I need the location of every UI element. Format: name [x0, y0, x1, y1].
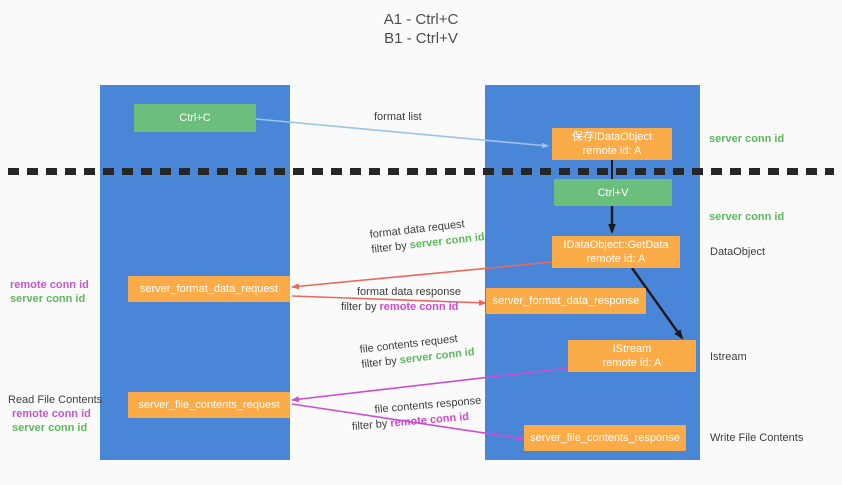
node-idataobject-getdata[interactable]: IDataObject::GetData remote id: A [552, 236, 680, 268]
node-idataobject-getdata-sublabel: remote id: A [586, 253, 646, 265]
note-read-file-contents-server: server conn id [12, 422, 88, 434]
page-title: A1 - Ctrl+C B1 - Ctrl+V [383, 11, 459, 47]
note-server-conn-id-mid-text: server conn id [709, 211, 785, 223]
note-read-file-contents: Read File Contents remote conn id server… [8, 393, 102, 435]
note-dataobject: DataObject [710, 245, 765, 259]
edge-label-format-list-text: format list [374, 111, 422, 123]
edge-label-format-list: format list [374, 110, 422, 125]
note-conn-ids-format-server: server conn id [10, 293, 86, 305]
edge-label-file-contents-response-filter: filter by remote conn id [351, 410, 470, 433]
node-istream-label: IStream [612, 343, 652, 355]
node-server-file-contents-response-label: server_file_contents_response [530, 432, 680, 444]
note-write-file-contents-text: Write File Contents [710, 432, 804, 444]
node-ctrl-v[interactable]: Ctrl+V [554, 179, 672, 206]
edge-label-file-contents-response: file contents response filter by remote … [351, 394, 483, 433]
node-server-format-data-request[interactable]: server_format_data_request [128, 276, 290, 302]
note-read-file-contents-remote: remote conn id [12, 408, 91, 420]
note-read-file-contents-heading: Read File Contents [8, 394, 103, 406]
node-save-idataobject-label: 保存IDataObject [571, 131, 653, 143]
note-dataobject-text: DataObject [710, 246, 766, 258]
node-ctrl-v-label: Ctrl+V [597, 186, 629, 199]
node-server-file-contents-request-label: server_file_contents_request [138, 399, 280, 411]
node-server-file-contents-response[interactable]: server_file_contents_response [524, 425, 686, 451]
note-server-conn-id-mid: server conn id [709, 210, 784, 224]
note-istream: Istream [710, 350, 747, 364]
note-conn-ids-format-remote: remote conn id [10, 279, 89, 291]
node-istream-sublabel: remote id: A [602, 357, 662, 369]
node-server-format-data-request-label: server_format_data_request [139, 283, 279, 295]
note-server-conn-id-top: server conn id [709, 132, 784, 146]
note-conn-ids-format: remote conn id server conn id [10, 278, 89, 306]
node-server-format-data-response-label: server_format_data_response [492, 295, 640, 307]
node-istream[interactable]: IStream remote id: A [568, 340, 696, 372]
node-ctrl-c-label: Ctrl+C [179, 112, 211, 124]
node-save-idataobject[interactable]: 保存IDataObject remote id: A [552, 128, 672, 160]
node-server-file-contents-request[interactable]: server_file_contents_request [128, 392, 290, 418]
edge-label-format-data-response-filter: filter by remote conn id [341, 301, 459, 313]
node-ctrl-c[interactable]: Ctrl+C [134, 104, 256, 132]
note-istream-text: Istream [710, 351, 747, 363]
edge-label-format-data-request: format data request filter by server con… [369, 215, 485, 258]
note-server-conn-id-top-text: server conn id [709, 133, 785, 145]
edge-label-format-data-response-text: format data response [357, 286, 461, 298]
node-idataobject-getdata-label: IDataObject::GetData [563, 239, 669, 251]
edge-label-file-contents-request: file contents request filter by server c… [359, 330, 475, 373]
edge-label-format-data-response: format data response filter by remote co… [341, 285, 461, 315]
node-server-format-data-response[interactable]: server_format_data_response [486, 288, 646, 314]
section-divider [8, 168, 834, 175]
node-save-idataobject-sublabel: remote id: A [582, 145, 642, 157]
note-write-file-contents: Write File Contents [710, 431, 803, 445]
